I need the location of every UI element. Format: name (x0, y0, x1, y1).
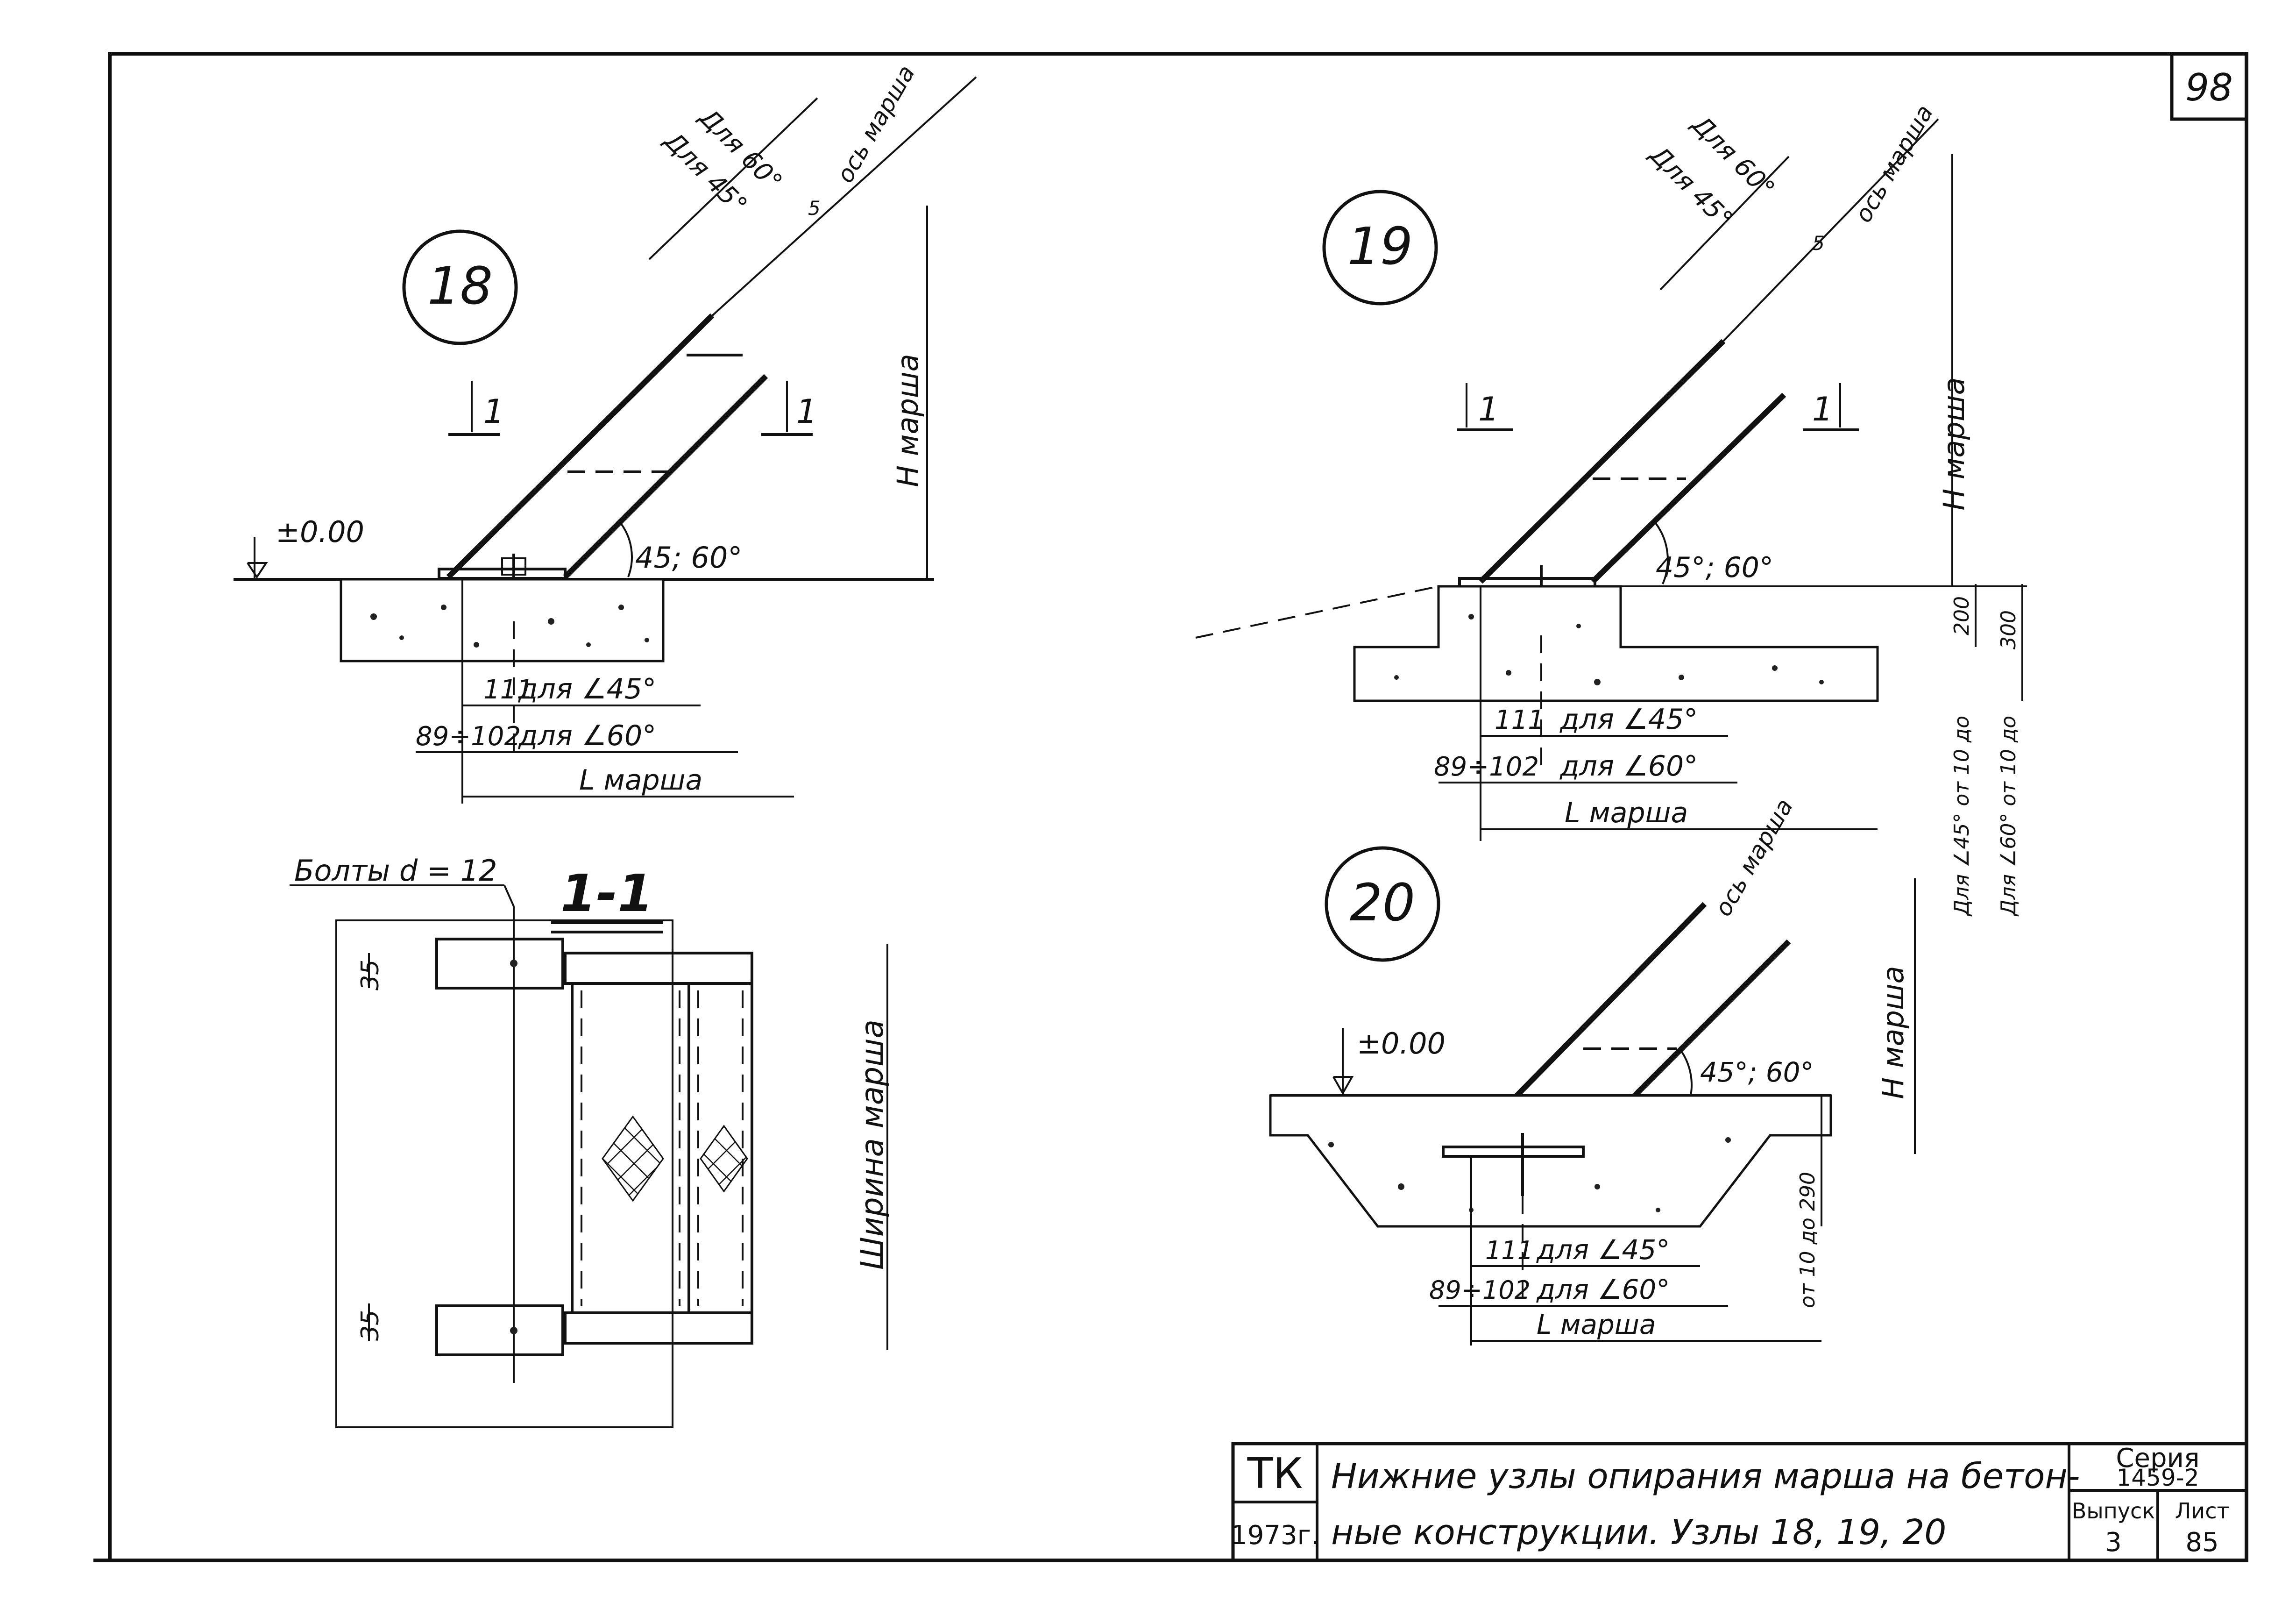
node-20-height: H марша (1876, 966, 1910, 1099)
node-20-angle: 45°; 60° (1700, 1056, 1814, 1088)
title-line1: Нижние узлы опирания марша на бетон- (1331, 1456, 2080, 1496)
node-18-label: 18 (427, 256, 493, 316)
node-19-angle: 45°; 60° (1656, 551, 1773, 584)
node-20-dim45-value: 111 (1485, 1236, 1533, 1265)
node-19-height: H марша (1937, 377, 1971, 510)
node-20-dim60-value: 89÷102 (1429, 1275, 1531, 1305)
mesh-patch-2 (700, 1125, 748, 1193)
node-19-dim45-label: для ∠45° (1559, 703, 1698, 736)
section-dim-bottom: 35 (356, 1310, 384, 1341)
node-18: 18 ±0.00 45; 60° 1 1 H (234, 61, 977, 804)
node-20-dim45-label: для ∠45° (1536, 1234, 1670, 1266)
node-18-length: L марша (579, 764, 702, 797)
node-20-dim60-label: для ∠60° (1536, 1274, 1670, 1305)
node-19-range60: Для ∠60° от 10 до (1997, 716, 2020, 917)
node-20-axis: ось марша (1709, 794, 1798, 921)
sheet-value: 85 (2185, 1527, 2218, 1558)
node-19-dim60-value: 89÷102 (1434, 752, 1539, 782)
section-bolts: Болты d = 12 (294, 854, 497, 888)
mesh-patch-1 (602, 1115, 664, 1202)
node-19-section-right: 1 (1812, 390, 1833, 428)
node-19-dim60-label: для ∠60° (1559, 750, 1698, 783)
node-18-circle (402, 229, 518, 345)
node-18-dim45-value: 111 (483, 675, 533, 705)
node-19-dim45-value: 111 (1495, 705, 1545, 735)
node-18-axis-dim: 5 (808, 197, 821, 220)
series-value: 1459-2 (2116, 1464, 2199, 1491)
node-19-section-left: 1 (1478, 390, 1499, 428)
title-year: 1973г. (1231, 1520, 1319, 1551)
node-18-dim60-value: 89÷102 (416, 721, 521, 752)
sheet-label: Лист (2175, 1498, 2230, 1524)
section-title: 1-1 (560, 863, 653, 923)
node-20-slab (1269, 1094, 1832, 1228)
node-19-dim300: 300 (1997, 610, 2020, 649)
issue-label: Выпуск (2072, 1498, 2155, 1524)
node-19-length: L марша (1565, 797, 1688, 829)
node-20-depth: от 10 до 290 (1796, 1172, 1820, 1308)
section-dim-top: 35 (356, 960, 384, 990)
node-18-level: ±0.00 (276, 515, 364, 549)
drawing-frame: 98 (93, 52, 2248, 1562)
node-19-circle (1322, 190, 1438, 306)
node-18-dim45-label: для ∠45° (518, 673, 656, 705)
node-20-length: L марша (1537, 1309, 1656, 1340)
node-19-label: 19 (1347, 216, 1413, 276)
node-18-section-right: 1 (796, 392, 817, 431)
section-1-1: 1-1 Болты d = 12 35 35 Ширина марша (290, 854, 890, 1428)
node-20: 20 ось марша ±0.00 45°; 60° H марша от 1… (1269, 794, 1916, 1346)
node-18-height: H марша (891, 354, 925, 487)
page-number: 98 (2185, 66, 2233, 109)
node-18-slab (340, 578, 665, 662)
node-19-axis: ось марша (1850, 100, 1938, 227)
title-block: ТК 1973г. Нижние узлы опирания марша на … (1231, 1442, 2248, 1562)
node-18-angle: 45; 60° (635, 541, 742, 575)
node-19-dim200: 200 (1950, 596, 1974, 635)
series-label: Серия (2116, 1443, 2199, 1474)
node-19-range45: Для ∠45° от 10 до (1950, 716, 1974, 917)
node-20-label: 20 (1350, 873, 1415, 933)
node-18-section-left: 1 (483, 392, 504, 431)
node-20-level: ±0.00 (1357, 1026, 1446, 1061)
node-19-pedestal (1353, 585, 1879, 702)
title-org: ТК (1247, 1449, 1303, 1498)
node-20-circle (1325, 846, 1440, 962)
title-line2: ные конструкции. Узлы 18, 19, 20 (1331, 1512, 1946, 1552)
node-18-dim60-label: для ∠60° (518, 719, 656, 752)
issue-value: 3 (2105, 1527, 2122, 1558)
section-width: Ширина марша (854, 1019, 890, 1270)
node-19: 19 45°; 60° 1 1 H марша Для 60° Для 45° … (1195, 100, 2027, 917)
node-19-axis-dim: 5 (1812, 232, 1825, 255)
